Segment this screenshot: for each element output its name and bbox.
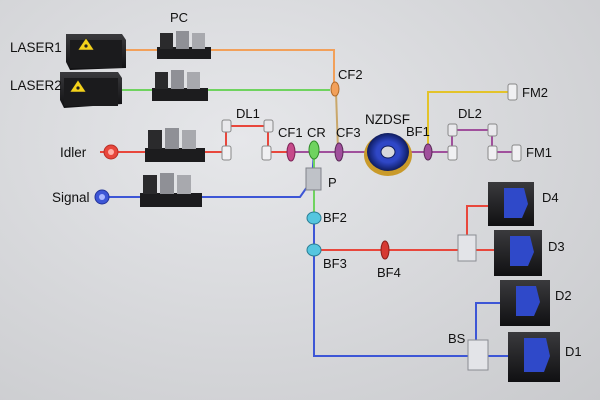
beam-cf2-cf3 [335,91,339,151]
label-laser2: LASER2 [10,78,62,93]
label-dl2: DL2 [458,106,482,121]
label-d4: D4 [542,190,559,205]
beam-signal [100,151,315,198]
label-nzdsf: NZDSF [365,112,410,127]
label-bf4: BF4 [377,265,401,280]
label-laser1: LASER1 [10,40,62,55]
pc-idler [145,128,205,162]
p-polarizer [305,167,322,191]
laser1-box [66,34,126,70]
fm2-mount [507,83,518,101]
pc-middle [152,70,208,101]
label-cr: CR [307,125,326,140]
label-signal: Signal [52,190,90,205]
label-p: P [328,175,337,190]
label-fm1: FM1 [526,145,552,160]
beam-fm2 [427,91,514,152]
detector-d2 [500,280,550,326]
dl2-delay-line [447,123,498,161]
label-bf3: BF3 [323,256,347,271]
idler-source [103,144,119,160]
pc-top [157,31,211,59]
laser2-warning-icon [69,79,87,93]
detector-d3 [494,230,542,276]
cf2-filter [330,81,340,97]
label-bf2: BF2 [323,210,347,225]
label-dl1: DL1 [236,106,260,121]
signal-source [94,189,110,205]
cf3-filter [334,142,344,162]
cr-element [308,140,320,160]
pc-signal [140,173,202,207]
label-bs: BS [448,331,466,346]
label-idler: Idler [60,145,87,160]
laser1-warning-icon [77,37,95,51]
label-pc: PC [170,10,188,25]
detector-d1 [508,332,560,382]
bs-beam-splitter [467,339,489,371]
beam-blue-d2 [475,302,500,356]
cf1-filter [286,142,296,162]
dl1-delay-line [221,119,274,161]
bf1-filter [423,143,433,161]
label-fm2: FM2 [522,85,548,100]
label-cf2: CF2 [338,67,363,82]
bf3-filter [306,243,322,257]
label-bf1: BF1 [406,124,430,139]
detector-d4 [488,182,534,226]
label-cf1: CF1 [278,125,303,140]
label-cf3: CF3 [336,125,361,140]
label-d2: D2 [555,288,572,303]
red-beam-splitter [457,234,477,262]
labels: LASER1 LASER2 PC CF2 DL1 CF1 CR CF3 NZDS… [10,10,582,359]
laser2-box [60,72,122,108]
label-d3: D3 [548,239,565,254]
label-d1: D1 [565,344,582,359]
beam-blue-down [313,218,476,357]
bf4-filter [380,240,390,260]
nzdsf-fiber-spool [364,133,412,176]
beam-red-branch [314,205,492,251]
fm1-mount [511,144,522,162]
bf2-filter [306,211,322,225]
